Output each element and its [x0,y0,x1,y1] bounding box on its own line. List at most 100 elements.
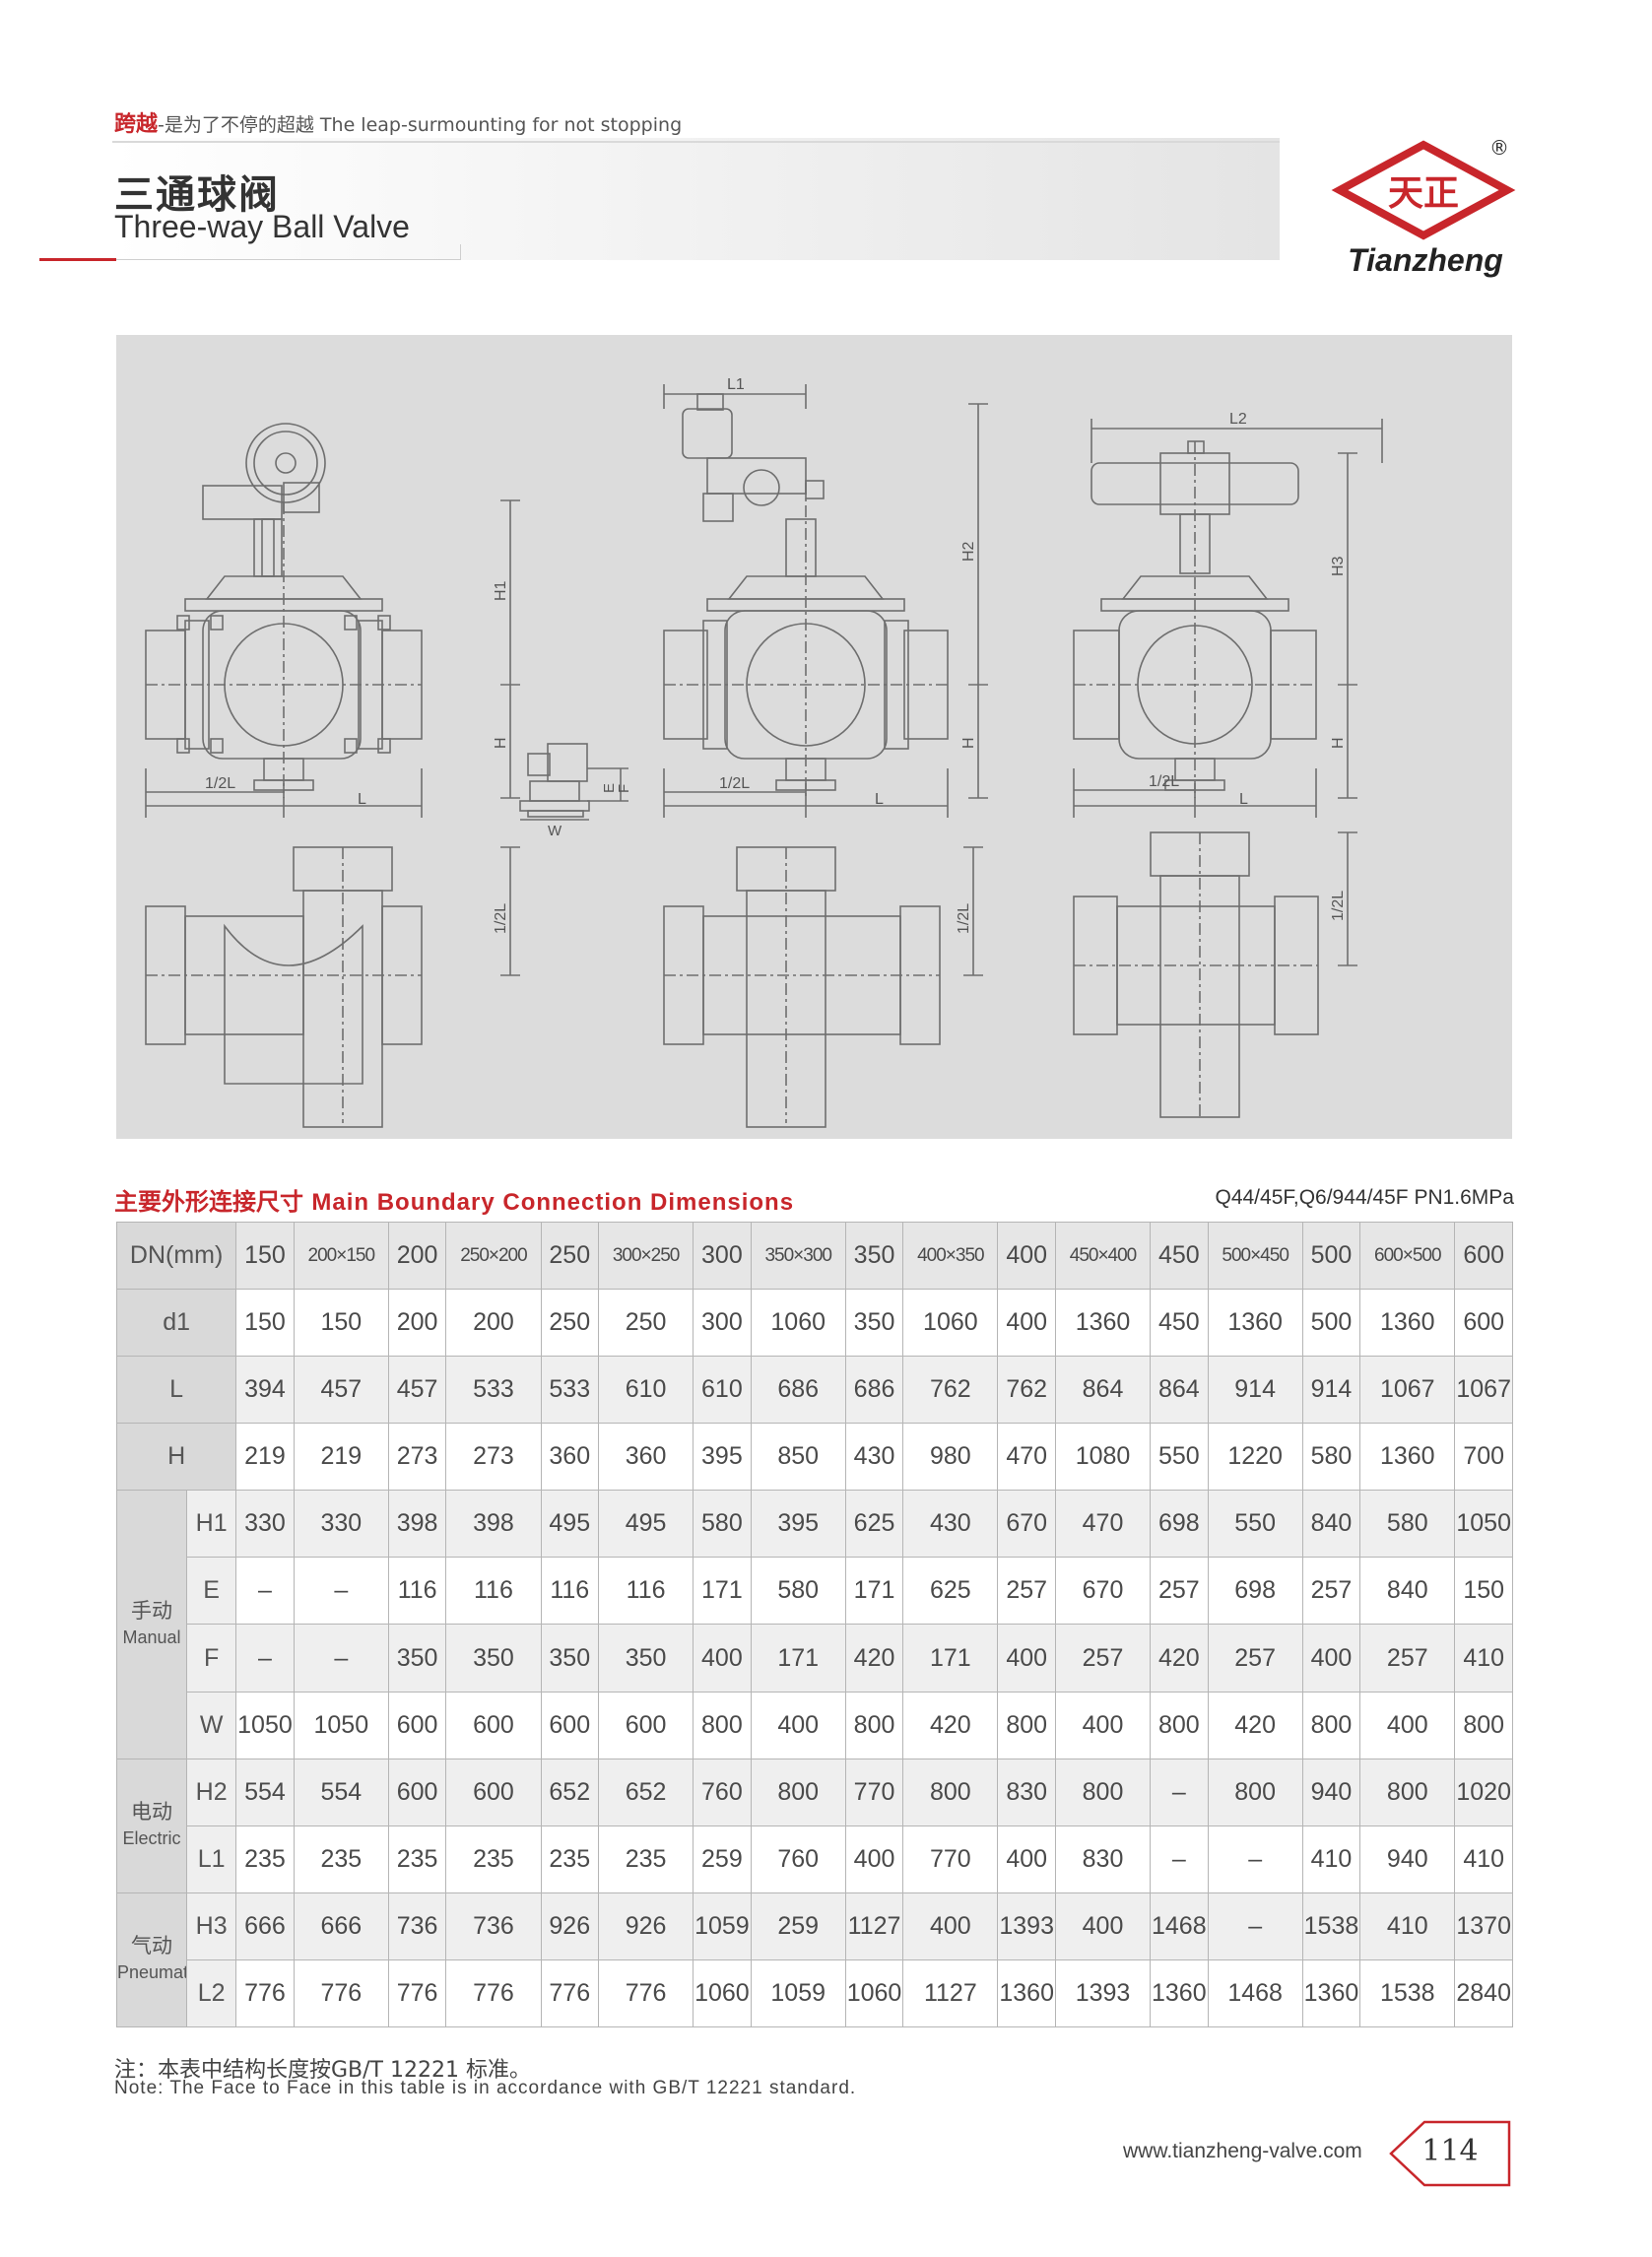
table-cell: 350 [445,1624,542,1693]
table-cell: 400 [750,1691,846,1759]
dim-label-half-l-5: 1/2L [956,903,972,934]
table-cell: – [1207,1892,1303,1960]
table-cell: 800 [693,1691,752,1759]
table-cell: 1360 [1359,1289,1456,1358]
page-title-cn: 三通球阀 [114,172,280,218]
table-cell: 350 [387,1624,447,1693]
table-cell: 736 [445,1892,542,1960]
table-cell: 257 [1207,1624,1303,1693]
table-cell: 1060 [750,1289,846,1358]
table-cell: 235 [235,1825,295,1893]
table-cell: 600 [540,1691,600,1759]
title-accent-line [39,258,116,261]
table-cell: 1468 [1207,1958,1303,2028]
table-cell: 410 [1454,1624,1513,1693]
table-cell: 1060 [902,1289,999,1358]
table-cell: 830 [1054,1825,1152,1893]
dn-header-cell: 500 [1301,1221,1361,1291]
website-link[interactable]: www.tianzheng-valve.com [1123,2140,1362,2162]
table-cell: 420 [902,1691,999,1759]
table-cell: 840 [1301,1490,1361,1559]
table-cell: 762 [902,1356,999,1425]
table-cell: 800 [1207,1758,1303,1826]
group-label-cn: 手动 [131,1599,173,1623]
dim-label-half-l-4: 1/2L [493,903,509,934]
table-cell: 554 [235,1758,295,1826]
table-cell: 800 [1150,1691,1209,1759]
table-cell: 1393 [1054,1958,1152,2028]
table-cell: 116 [387,1557,447,1626]
table-cell: 980 [902,1423,999,1492]
dn-header-cell: 150 [235,1221,295,1291]
pneumatic-valve-top: 1/2L [1073,831,1357,1118]
tagline-en: The leap-surmounting for not stopping [319,114,683,136]
table-cell: 625 [902,1557,999,1626]
table-cell: 330 [293,1490,389,1559]
table-cell: 430 [844,1423,904,1492]
table-cell: 776 [445,1958,542,2028]
dim-label-l1: L1 [727,376,745,393]
group-label-cn: 气动 [131,1935,173,1958]
table-cell: 394 [235,1356,295,1425]
table-cell: 554 [293,1758,389,1826]
row-label-cell: F [186,1624,237,1693]
table-cell: – [293,1557,389,1626]
table-cell: 257 [997,1557,1056,1626]
logo-en-text: Tianzheng [1348,242,1503,278]
row-label-cell: H [115,1423,237,1492]
dn-header-cell: 300×250 [598,1221,694,1291]
table-cell: 1059 [750,1958,846,2028]
dn-header-cell: 300 [693,1221,752,1291]
logo-diamond [1331,140,1516,240]
table-cell: 610 [693,1356,752,1425]
table-cell: 600 [387,1758,447,1826]
table-cell: 776 [235,1958,295,2028]
table-cell: – [293,1624,389,1693]
table-cell: 1360 [1150,1958,1209,2028]
table-cell: 495 [598,1490,694,1559]
table-cell: 550 [1207,1490,1303,1559]
table-cell: 470 [997,1423,1056,1492]
table-cell: 116 [445,1557,542,1626]
table-cell: – [235,1624,295,1693]
table-cell: 235 [445,1825,542,1893]
dim-label-h-3: H [1330,737,1347,749]
table-cell: 600 [1454,1289,1513,1358]
table-cell: 1050 [293,1691,389,1759]
table-cell: 600 [445,1758,542,1826]
table-cell: 150 [235,1289,295,1358]
row-label-cell: H2 [186,1758,237,1826]
table-cell: – [1207,1825,1303,1893]
table-cell: 1370 [1454,1892,1513,1960]
table-cell: 700 [1454,1423,1513,1492]
dn-header-cell: 450 [1150,1221,1209,1291]
table-cell: 400 [997,1825,1056,1893]
table-cell: 200 [445,1289,542,1358]
table-cell: 686 [844,1356,904,1425]
dim-label-half-l-6: 1/2L [1330,891,1347,921]
table-cell: 1067 [1359,1356,1456,1425]
table-cell: 235 [387,1825,447,1893]
table-cell: 800 [1359,1758,1456,1826]
table-cell: 257 [1359,1624,1456,1693]
table-cell: 171 [693,1557,752,1626]
table-cell: 864 [1054,1356,1152,1425]
table-cell: 533 [445,1356,542,1425]
table-cell: 400 [997,1624,1056,1693]
table-cell: 171 [902,1624,999,1693]
table-cell: 1360 [1207,1289,1303,1358]
table-cell: 1127 [844,1892,904,1960]
table-cell: 698 [1150,1490,1209,1559]
dim-label-l-3: L [1239,791,1248,808]
table-cell: 1059 [693,1892,752,1960]
table-cell: 533 [540,1356,600,1425]
dn-header-cell: 250 [540,1221,600,1291]
table-cell: 850 [750,1423,846,1492]
table-cell: 400 [902,1892,999,1960]
